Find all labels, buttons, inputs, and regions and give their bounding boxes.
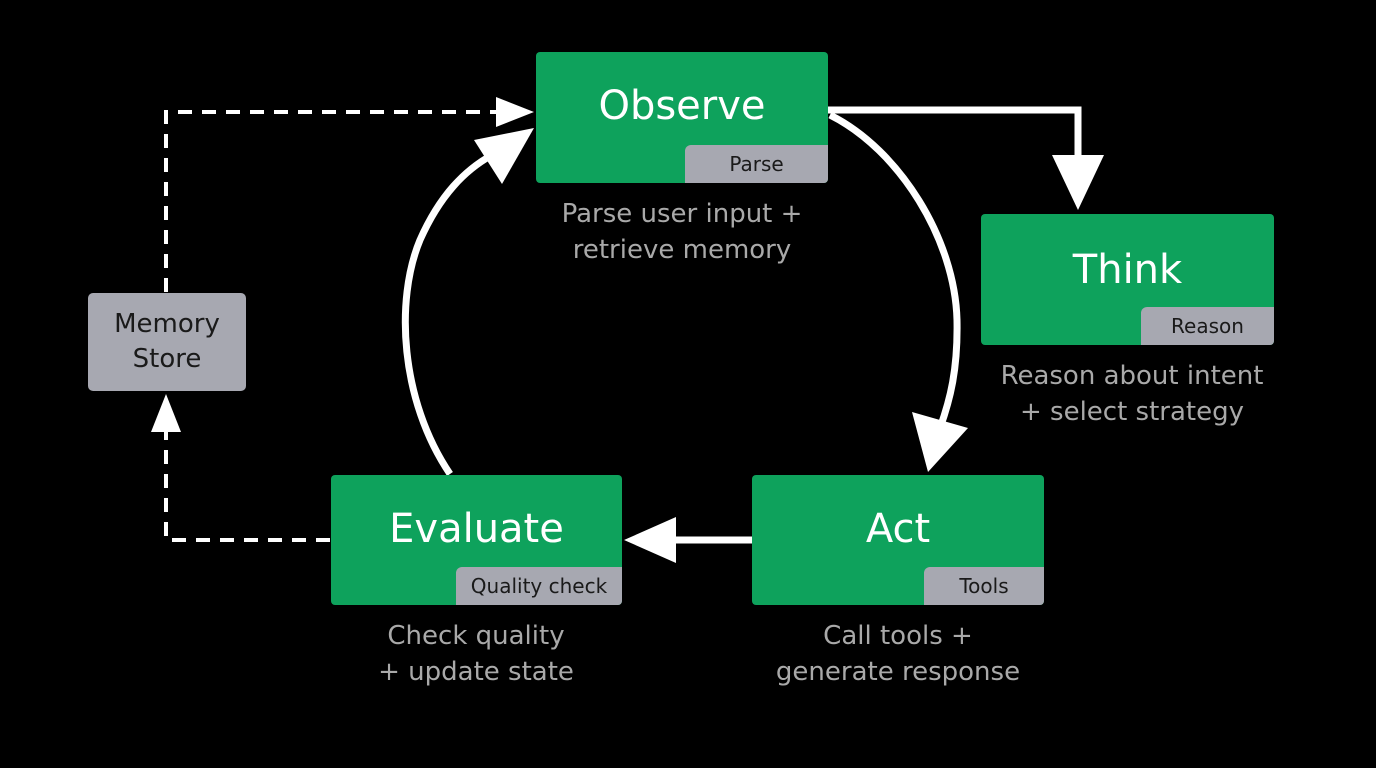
think-title: Think bbox=[1072, 247, 1183, 293]
memory-store-line1: Memory bbox=[114, 309, 220, 339]
arrow-memory-to-observe bbox=[164, 110, 498, 292]
evaluate-stage: Evaluate Quality check bbox=[331, 475, 622, 605]
act-tag: Tools bbox=[924, 567, 1044, 605]
arrowhead-evaluate-to-observe bbox=[474, 128, 534, 184]
evaluate-description: Check quality + update state bbox=[326, 618, 626, 690]
arrow-evaluate-to-memory bbox=[164, 430, 330, 542]
memory-store: Memory Store bbox=[88, 293, 246, 391]
act-desc-line2: generate response bbox=[775, 657, 1021, 687]
observe-desc-line2: retrieve memory bbox=[572, 235, 792, 265]
act-description: Call tools + generate response bbox=[748, 618, 1048, 690]
evaluate-tag: Quality check bbox=[456, 567, 622, 605]
act-desc-line1: Call tools + bbox=[823, 621, 973, 651]
think-tag: Reason bbox=[1141, 307, 1274, 345]
think-description: Reason about intent + select strategy bbox=[978, 358, 1286, 430]
arrowhead-observe-to-think bbox=[1052, 155, 1104, 210]
arrow-observe-to-act bbox=[828, 111, 961, 430]
memory-store-line2: Store bbox=[132, 344, 202, 374]
arrowhead-act-to-evaluate bbox=[624, 517, 676, 563]
evaluate-desc-line1: Check quality bbox=[387, 621, 565, 651]
observe-stage: Observe Parse bbox=[536, 52, 828, 183]
arrow-observe-to-think bbox=[828, 106, 1082, 160]
arrowhead-evaluate-to-memory bbox=[151, 394, 181, 432]
arrowhead-memory-to-observe bbox=[496, 97, 534, 127]
evaluate-desc-line2: + update state bbox=[378, 657, 574, 687]
observe-title: Observe bbox=[598, 83, 766, 129]
think-desc-line2: + select strategy bbox=[1019, 397, 1244, 427]
observe-tag: Parse bbox=[685, 145, 828, 183]
evaluate-title: Evaluate bbox=[389, 506, 564, 552]
think-stage: Think Reason bbox=[981, 214, 1274, 345]
observe-desc-line1: Parse user input + bbox=[561, 199, 803, 229]
act-stage: Act Tools bbox=[752, 475, 1044, 605]
observe-description: Parse user input + retrieve memory bbox=[532, 196, 832, 268]
think-desc-line1: Reason about intent bbox=[1000, 361, 1264, 391]
arrowhead-observe-to-act bbox=[912, 412, 968, 472]
arrow-evaluate-to-observe bbox=[401, 151, 494, 476]
act-title: Act bbox=[865, 506, 931, 552]
